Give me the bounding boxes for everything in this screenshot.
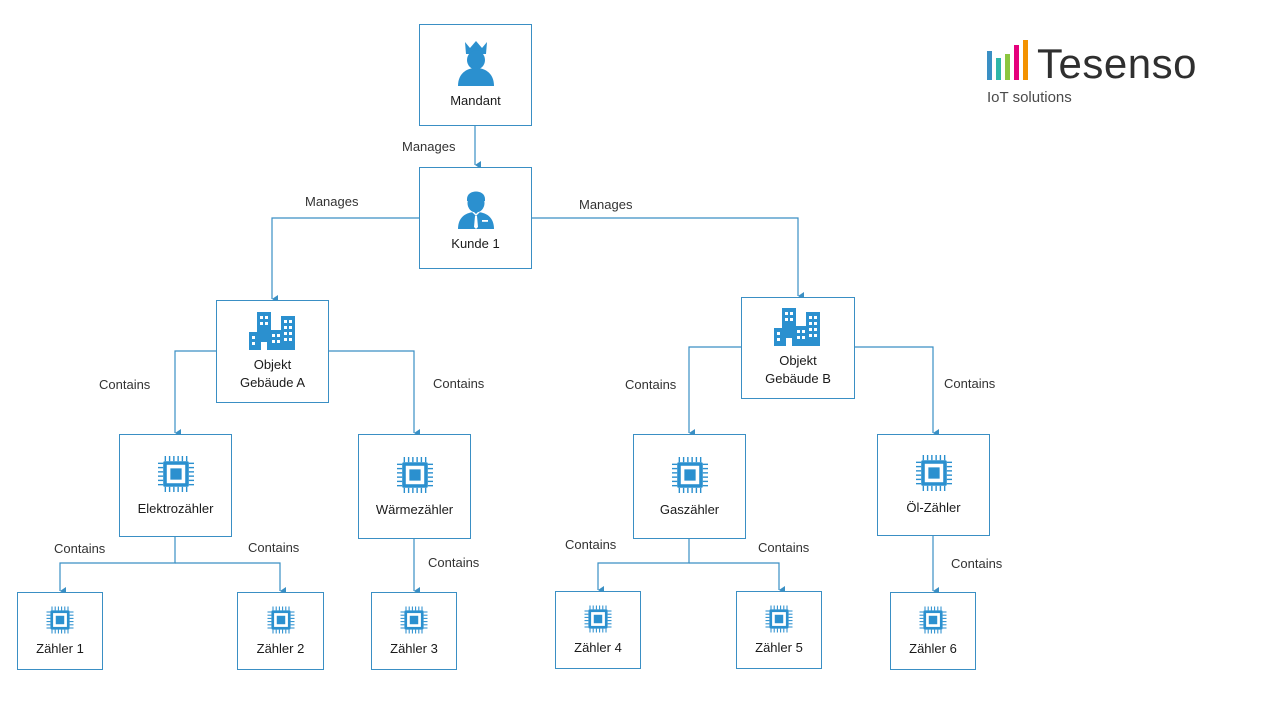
edge-elektro-z2 — [175, 562, 286, 595]
chip-icon — [918, 605, 948, 635]
node-label: Wärmezähler — [375, 501, 454, 517]
node-label: Kunde 1 — [451, 236, 500, 251]
node-gebaeude-a: Objekt Gebäude A — [216, 300, 329, 403]
chip-icon — [764, 604, 794, 634]
chip-icon — [156, 454, 196, 494]
edge-label-gas-z4: Contains — [565, 537, 617, 552]
node-label: Öl-Zähler — [906, 500, 961, 515]
logo-bars-icon — [987, 40, 1028, 80]
chip-icon — [266, 605, 296, 635]
edge-kunde1-gebA — [271, 217, 419, 303]
chip-icon — [395, 455, 435, 495]
chip-icon — [45, 605, 75, 635]
chip-icon — [399, 605, 429, 635]
edge-label-gebB-gas: Contains — [625, 377, 677, 392]
node-label: Zähler 2 — [256, 640, 305, 656]
logo-bar — [1014, 45, 1019, 80]
edge-gebA-elektro — [174, 350, 216, 437]
logo-brand: Tesenso — [1037, 40, 1197, 87]
node-elektrozaehler: Elektrozähler — [119, 434, 232, 537]
node-waermezaehler: Wärmezähler — [358, 434, 471, 539]
node-label: Zähler 4 — [574, 639, 622, 655]
edge-gebB-oel — [854, 346, 939, 437]
edge-label-waerme-z3: Contains — [428, 555, 480, 570]
edge-label-gebA-elektro: Contains — [99, 377, 151, 392]
edge-label-kunde1-gebB: Manages — [579, 197, 633, 212]
node-zaehler-4: Zähler 4 — [555, 591, 641, 669]
edge-label-oel-z6: Contains — [951, 556, 1003, 571]
edge-label-elektro-z2: Contains — [248, 540, 300, 555]
tesenso-logo: Tesenso IoT solutions — [985, 38, 1205, 110]
node-oelzaehler: Öl-Zähler — [877, 434, 990, 536]
edge-label-gas-z5: Contains — [758, 540, 810, 555]
user-crown-icon — [456, 40, 496, 86]
node-label: Zähler 3 — [390, 640, 438, 656]
logo-bar — [1005, 54, 1010, 80]
edge-label-gebA-waerme: Contains — [433, 376, 485, 391]
node-zaehler-3: Zähler 3 — [371, 592, 457, 670]
node-zaehler-5: Zähler 5 — [736, 591, 822, 669]
node-gebaeude-b: Objekt Gebäude B — [741, 297, 855, 399]
node-kunde1: Kunde 1 — [419, 167, 532, 269]
edge-label-elektro-z1: Contains — [54, 541, 106, 556]
node-label: Objekt Gebäude A — [239, 356, 306, 390]
edge-gas-z5 — [689, 562, 785, 594]
node-label: Zähler 5 — [755, 639, 803, 655]
logo-bar — [996, 58, 1001, 80]
node-zaehler-2: Zähler 2 — [237, 592, 324, 670]
chip-icon — [583, 604, 613, 634]
logo-bar — [987, 51, 992, 80]
chip-icon — [914, 453, 954, 493]
edge-label-kunde1-gebA: Manages — [305, 194, 359, 209]
chip-icon — [670, 455, 710, 495]
edge-kunde1-gebB — [531, 217, 804, 300]
edge-label-mandant-kunde1: Manages — [402, 139, 456, 154]
logo-tagline: IoT solutions — [987, 89, 1072, 106]
node-mandant: Mandant — [419, 24, 532, 126]
edge-gebA-waerme — [328, 350, 420, 437]
buildings-icon — [774, 308, 822, 346]
logo-bar — [1023, 40, 1028, 80]
node-label: Objekt Gebäude B — [765, 353, 831, 386]
node-label: Gaszähler — [659, 501, 720, 517]
edge-label-gebB-oel: Contains — [944, 376, 996, 391]
edge-gebB-gas — [688, 346, 741, 437]
node-zaehler-1: Zähler 1 — [17, 592, 103, 670]
node-zaehler-6: Zähler 6 — [890, 592, 976, 670]
node-gaszaehler: Gaszähler — [633, 434, 746, 539]
node-label: Zähler 1 — [36, 640, 84, 656]
node-label: Zähler 6 — [909, 640, 957, 656]
node-label: Mandant — [450, 93, 501, 108]
buildings-icon — [248, 311, 297, 350]
business-user-icon — [456, 183, 496, 229]
node-label: Elektrozähler — [137, 500, 214, 516]
